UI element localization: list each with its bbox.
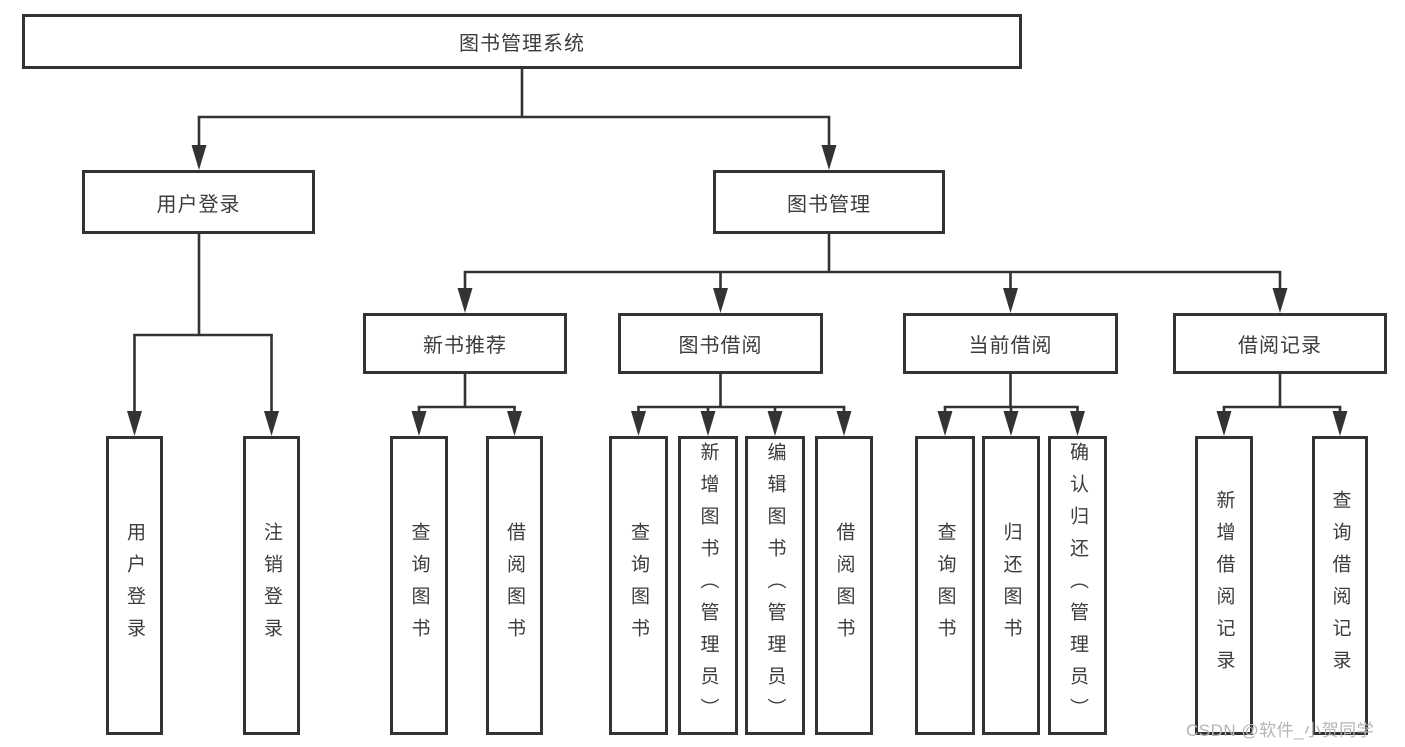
- connector: [127, 234, 279, 436]
- leaf-query-books: 查询图书: [390, 436, 448, 735]
- node-book-management: 图书管理: [713, 170, 945, 234]
- leaf-query-books: 查询图书: [609, 436, 668, 735]
- leaf-user-login: 用户登录: [106, 436, 163, 735]
- leaf-confirm-return-admin: 确认归还（管理员）: [1048, 436, 1107, 735]
- node-label: 编辑图书（管理员）: [764, 441, 786, 730]
- leaf-add-borrow-record: 新增借阅记录: [1195, 436, 1253, 735]
- node-label: 注销登录: [261, 521, 282, 650]
- node-new-book-recommend: 新书推荐: [363, 313, 567, 374]
- node-library-management-system: 图书管理系统: [22, 14, 1022, 69]
- node-label: 用户登录: [156, 193, 241, 216]
- node-label: 用户登录: [124, 521, 145, 650]
- node-label: 借阅图书: [833, 521, 855, 650]
- node-label: 新书推荐: [423, 335, 507, 357]
- node-user-login: 用户登录: [82, 170, 315, 234]
- node-label: 归还图书: [1000, 521, 1022, 650]
- csdn-watermark: CSDN @软件_小贺同学: [1186, 721, 1375, 740]
- node-label: 借阅记录: [1238, 335, 1322, 357]
- leaf-query-books: 查询图书: [915, 436, 975, 735]
- leaf-add-books-admin: 新增图书（管理员）: [678, 436, 738, 735]
- node-label: 新增图书（管理员）: [697, 441, 719, 730]
- leaf-return-books: 归还图书: [982, 436, 1040, 735]
- leaf-borrow-books: 借阅图书: [815, 436, 873, 735]
- node-book-borrowing: 图书借阅: [618, 313, 823, 374]
- connector: [457, 234, 1288, 313]
- connector: [191, 69, 837, 170]
- node-label: 查询图书: [628, 521, 649, 650]
- connector: [1216, 374, 1348, 436]
- node-label: 确认归还（管理员）: [1067, 441, 1088, 730]
- node-label: 图书管理系统: [459, 33, 585, 55]
- node-label: 查询借阅记录: [1329, 489, 1351, 682]
- leaf-query-borrow-record: 查询借阅记录: [1312, 436, 1368, 735]
- connector: [411, 374, 522, 436]
- leaf-logout: 注销登录: [243, 436, 300, 735]
- node-label: 图书管理: [787, 193, 871, 216]
- connector: [631, 374, 852, 436]
- node-borrowing-records: 借阅记录: [1173, 313, 1387, 374]
- connector: [937, 374, 1085, 436]
- node-label: 借阅图书: [504, 521, 525, 650]
- node-label: 查询图书: [408, 521, 430, 650]
- leaf-edit-books-admin: 编辑图书（管理员）: [745, 436, 805, 735]
- node-label: 新增借阅记录: [1213, 489, 1235, 682]
- node-label: 当前借阅: [968, 335, 1053, 357]
- node-current-borrowing: 当前借阅: [903, 313, 1118, 374]
- leaf-borrow-books: 借阅图书: [486, 436, 543, 735]
- node-label: 图书借阅: [678, 335, 763, 357]
- node-label: 查询图书: [934, 521, 956, 650]
